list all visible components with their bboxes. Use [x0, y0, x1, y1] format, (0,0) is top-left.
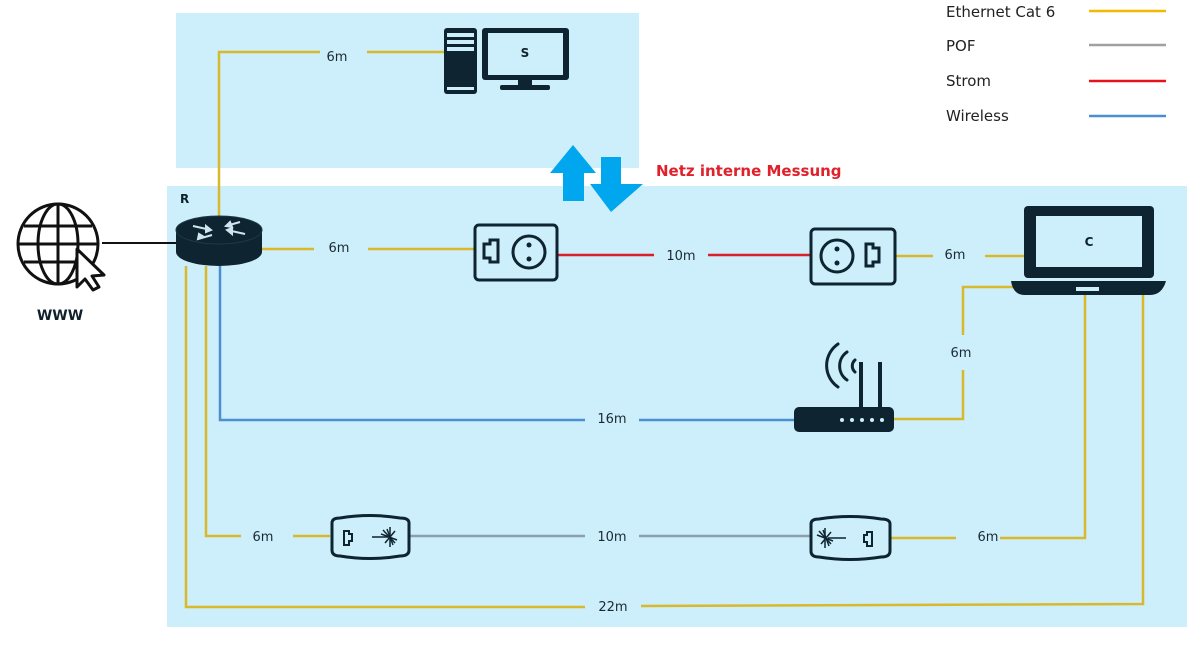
link-router-pof: 6m: [204, 266, 330, 545]
server-node[interactable]: S: [444, 28, 569, 94]
router-icon: [175, 215, 263, 266]
legend-item-pof: POF: [946, 37, 1166, 55]
internet-label: WWW: [37, 308, 83, 324]
link-label-pof-fiber: 10m: [597, 530, 626, 545]
zone-server: [176, 13, 639, 168]
wifi-router-icon: [794, 342, 894, 432]
link-label-router-powerline: 6m: [329, 241, 350, 256]
powerline-adapter-icon: [809, 227, 897, 286]
laptop-icon: [1011, 206, 1166, 295]
router-label: R: [180, 192, 189, 206]
access-point-node[interactable]: [794, 342, 894, 432]
internal-measurement-annotation: Netz interne Messung: [656, 162, 842, 180]
link-label-powerline-client: 6m: [945, 248, 966, 263]
link-pof-client: 6m: [890, 295, 1087, 545]
measurement-arrows-icon: [550, 145, 643, 212]
link-ap-client: 6m: [894, 285, 1013, 421]
link-router-ap-wireless: 16m: [218, 266, 794, 427]
legend-label: Ethernet Cat 6: [946, 3, 1055, 21]
client-label: C: [1085, 235, 1094, 249]
pof-converter-b[interactable]: [809, 515, 892, 561]
link-pof-fiber: 10m: [409, 530, 810, 545]
pof-media-converter-icon: [330, 514, 411, 560]
legend-label: POF: [946, 37, 975, 55]
link-label-router-ap: 16m: [597, 412, 626, 427]
link-label-router-client: 22m: [598, 600, 627, 615]
link-label-router-server: 6m: [327, 50, 348, 65]
client-node[interactable]: C: [1011, 206, 1166, 295]
legend-label: Wireless: [946, 107, 1009, 125]
link-powerline-power: 10m: [558, 249, 811, 264]
link-powerline-client: 6m: [896, 248, 1025, 263]
link-label-ap-client: 6m: [951, 346, 972, 361]
link-label-pof-client: 6m: [978, 530, 999, 545]
pof-converter-a[interactable]: [330, 514, 411, 560]
legend: Ethernet Cat 6 POF Strom Wireless: [946, 3, 1166, 125]
globe-cursor-icon: [16, 202, 106, 292]
server-label: S: [521, 46, 530, 60]
legend-item-ethernet: Ethernet Cat 6: [946, 3, 1166, 21]
powerline-adapter-a[interactable]: [473, 223, 559, 282]
link-label-router-pof: 6m: [253, 530, 274, 545]
link-router-powerline: 6m: [262, 241, 474, 256]
desktop-computer-icon: [444, 28, 569, 94]
pof-media-converter-icon: [809, 515, 892, 561]
legend-item-power: Strom: [946, 72, 1166, 90]
link-router-client-direct: 22m: [184, 266, 1145, 615]
link-label-powerline-power: 10m: [666, 249, 695, 264]
router-node[interactable]: R: [175, 192, 263, 266]
legend-item-wireless: Wireless: [946, 107, 1166, 125]
link-router-server: 6m: [217, 50, 446, 222]
internet-node[interactable]: WWW: [16, 202, 106, 324]
powerline-adapter-b[interactable]: [809, 227, 897, 286]
legend-label: Strom: [946, 72, 991, 90]
powerline-adapter-icon: [473, 223, 559, 282]
